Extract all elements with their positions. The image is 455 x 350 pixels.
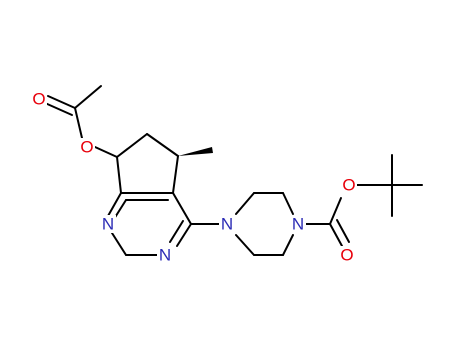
bond-c2-n1: [111, 232, 127, 256]
bond-cd-npip2: [282, 234, 294, 256]
bond-carbamate-ester-o: [329, 197, 342, 225]
bond-c5-c4a: [172, 155, 179, 194]
pyrimidine-ring: [107, 192, 192, 256]
atom-o-ester-acetate: O: [80, 138, 93, 157]
bond-c7-c6: [116, 133, 148, 158]
bond-ester-c7: [94, 146, 118, 158]
bond-npip-ca: [235, 192, 255, 215]
atom-n-piperazine-left: N: [221, 215, 233, 234]
bond-acetyl-ester: [74, 107, 83, 139]
acetate-group: [44, 85, 118, 158]
atom-n-pyrimidine-left: N: [102, 215, 114, 234]
bond-c6-c5: [146, 133, 179, 157]
bond-acetyl-methyl: [74, 85, 102, 109]
atom-o-carbonyl-acetate: O: [32, 90, 45, 109]
atom-labels: O O N N N N O O: [31, 90, 357, 265]
bond-carbamate-carbonyl-a: [329, 223, 343, 247]
bond-cb-npip2: [282, 192, 294, 215]
bond-npip-cc: [235, 234, 255, 256]
atom-o-ester-boc: O: [342, 176, 355, 195]
bond-carbamate-carbonyl-b: [336, 219, 350, 243]
stereo-wedge-methyl: [178, 147, 213, 156]
bond-c4a-c4: [172, 192, 192, 225]
atom-n-piperazine-right: N: [292, 215, 304, 234]
bond-acetyl-carbonyl-b: [44, 102, 73, 116]
atom-n-pyrimidine-bottom: N: [159, 246, 171, 265]
bond-c7-c7a: [116, 156, 122, 194]
bond-acetyl-carbonyl-a: [47, 95, 76, 109]
bond-n1-c7a-a: [107, 192, 122, 217]
bond-c4-n3-b: [169, 220, 184, 243]
boc-group: [305, 154, 423, 247]
piperazine-ring: [190, 192, 294, 256]
bond-c4-n3-a: [176, 223, 192, 247]
cyclopentane-ring: [116, 133, 213, 194]
atom-o-carbonyl-boc: O: [340, 246, 353, 265]
